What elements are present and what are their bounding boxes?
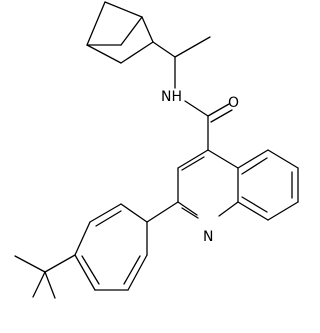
bond <box>104 1 143 18</box>
bond <box>14 255 46 273</box>
bond <box>86 44 122 64</box>
quinoline-benzo-ring <box>237 149 299 221</box>
bond <box>32 271 46 298</box>
bond <box>207 103 230 117</box>
bond <box>184 100 209 117</box>
amide-nitrogen-label: NH <box>161 89 182 105</box>
bond <box>141 16 154 43</box>
bond <box>120 203 148 223</box>
bond <box>177 201 198 216</box>
bond <box>152 41 176 58</box>
phenyl-ring <box>74 203 148 291</box>
bond <box>127 254 148 291</box>
ring-nitrogen-label: N <box>203 229 213 245</box>
bond <box>120 41 154 64</box>
bond <box>241 157 268 175</box>
ethyl-linker <box>152 36 211 89</box>
bond <box>95 210 122 227</box>
bond <box>174 36 211 58</box>
carbonyl-oxygen-label: O <box>228 95 239 111</box>
bond <box>207 149 239 169</box>
bond <box>181 156 205 171</box>
bond <box>181 207 199 219</box>
bond <box>218 201 239 217</box>
bond <box>241 196 268 213</box>
bond <box>86 1 106 46</box>
bond <box>44 254 76 273</box>
bond <box>146 201 179 223</box>
quinoline-pyridine-ring <box>177 149 239 219</box>
bond <box>267 149 299 169</box>
bond <box>267 201 299 221</box>
bond <box>237 201 269 221</box>
bond <box>81 255 100 285</box>
bond <box>210 109 233 123</box>
tert-butyl-group <box>14 254 76 299</box>
bond <box>74 221 91 256</box>
bond <box>44 271 56 299</box>
bond <box>120 16 143 46</box>
bond <box>237 149 269 169</box>
bond <box>74 254 96 291</box>
bond <box>89 203 122 223</box>
amide-group <box>184 100 233 151</box>
bond <box>177 149 209 169</box>
bond <box>123 255 141 285</box>
norbornane-cage <box>86 1 154 64</box>
